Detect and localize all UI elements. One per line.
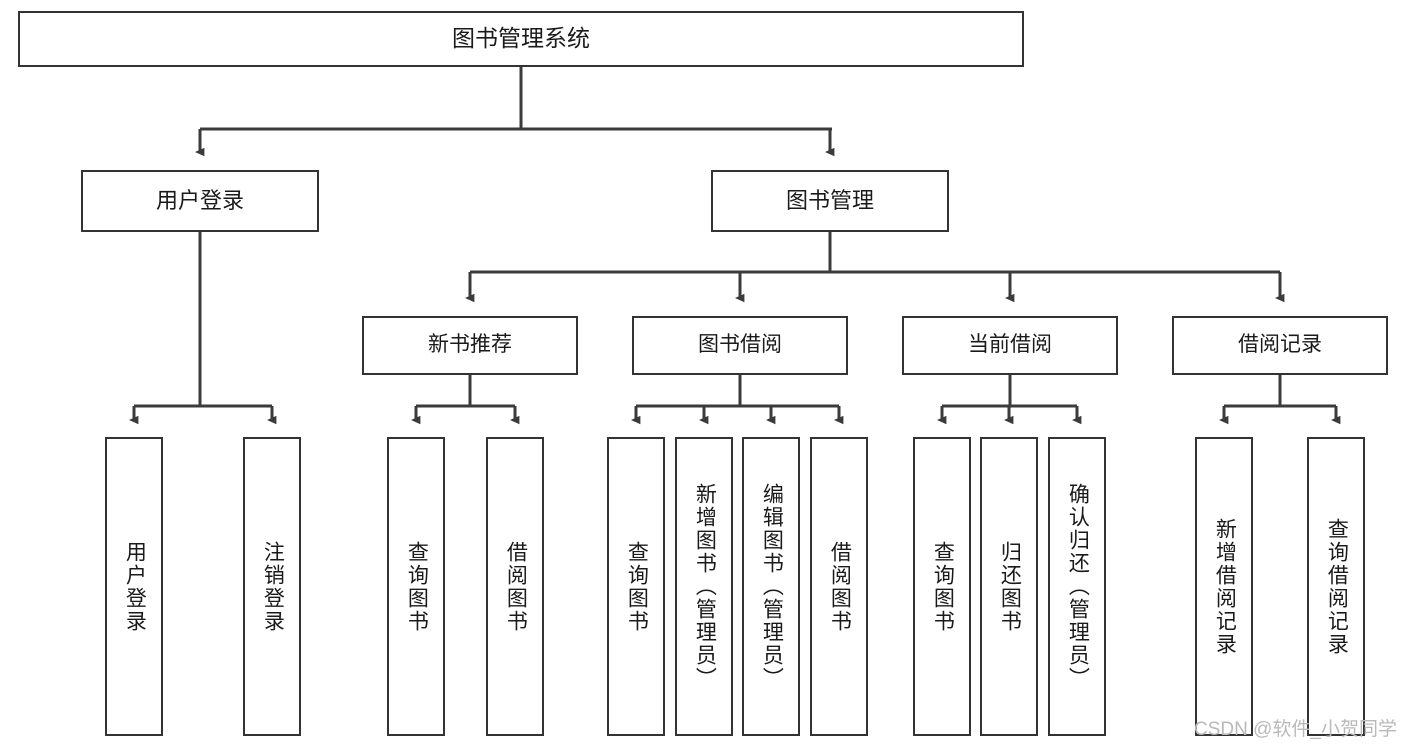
node-leaf-add-book-label: 新增图书（管理员）: [693, 483, 717, 690]
node-leaf-borrow-book-2-label: 借阅图书: [828, 540, 852, 633]
node-new-book-rec-label: 新书推荐: [428, 333, 512, 357]
node-leaf-add-record-label: 新增借阅记录: [1213, 517, 1237, 656]
node-leaf-query-book-3[interactable]: 查询图书: [913, 437, 971, 736]
node-leaf-edit-book-label: 编辑图书（管理员）: [760, 483, 784, 690]
node-leaf-user-logout[interactable]: 注销登录: [243, 437, 301, 736]
node-borrow-record-label: 借阅记录: [1238, 333, 1322, 357]
node-current-borrow-label: 当前借阅: [968, 333, 1052, 357]
node-user-login[interactable]: 用户登录: [81, 170, 319, 232]
node-leaf-return-book[interactable]: 归还图书: [980, 437, 1038, 736]
node-leaf-query-book-2-label: 查询图书: [625, 540, 649, 633]
node-leaf-borrow-book-1-label: 借阅图书: [504, 540, 528, 633]
node-leaf-query-record[interactable]: 查询借阅记录: [1307, 437, 1365, 736]
node-book-manage-label: 图书管理: [785, 188, 874, 214]
node-user-login-label: 用户登录: [155, 188, 244, 214]
node-leaf-query-book-1[interactable]: 查询图书: [387, 437, 445, 736]
watermark-text: CSDN @软件_小贺同学: [1194, 719, 1397, 740]
node-leaf-query-book-3-label: 查询图书: [931, 540, 955, 633]
node-borrow-record[interactable]: 借阅记录: [1172, 316, 1388, 375]
node-book-manage[interactable]: 图书管理: [711, 170, 949, 232]
node-leaf-add-record[interactable]: 新增借阅记录: [1195, 437, 1253, 736]
node-leaf-query-record-label: 查询借阅记录: [1325, 517, 1349, 656]
node-root-label: 图书管理系统: [452, 25, 590, 52]
node-book-borrow[interactable]: 图书借阅: [632, 316, 848, 375]
node-new-book-rec[interactable]: 新书推荐: [362, 316, 578, 375]
node-leaf-edit-book[interactable]: 编辑图书（管理员）: [742, 437, 800, 736]
node-leaf-user-logout-label: 注销登录: [261, 540, 285, 633]
node-leaf-borrow-book-1[interactable]: 借阅图书: [486, 437, 544, 736]
node-book-borrow-label: 图书借阅: [698, 333, 782, 357]
node-leaf-confirm-return-label: 确认归还（管理员）: [1066, 483, 1090, 690]
node-root[interactable]: 图书管理系统: [18, 11, 1024, 67]
node-leaf-return-book-label: 归还图书: [998, 540, 1022, 633]
node-leaf-add-book[interactable]: 新增图书（管理员）: [675, 437, 733, 736]
node-leaf-user-login-label: 用户登录: [123, 540, 147, 633]
node-leaf-query-book-1-label: 查询图书: [405, 540, 429, 633]
node-leaf-confirm-return[interactable]: 确认归还（管理员）: [1048, 437, 1106, 736]
node-leaf-borrow-book-2[interactable]: 借阅图书: [810, 437, 868, 736]
node-current-borrow[interactable]: 当前借阅: [902, 316, 1118, 375]
node-leaf-user-login[interactable]: 用户登录: [105, 437, 163, 736]
node-leaf-query-book-2[interactable]: 查询图书: [607, 437, 665, 736]
